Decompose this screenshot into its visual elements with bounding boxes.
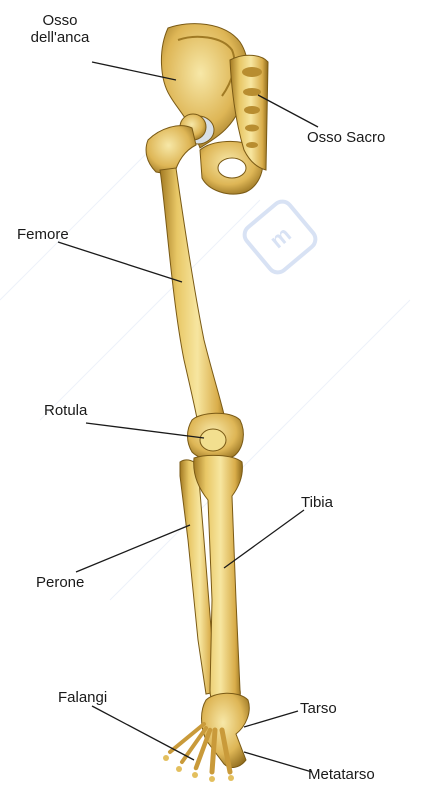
- label-tibia: Tibia: [301, 494, 333, 511]
- foot: [163, 693, 249, 782]
- label-osso-sacro: Osso Sacro: [307, 129, 385, 146]
- leader-lines: [58, 62, 318, 772]
- label-tarso: Tarso: [300, 700, 337, 717]
- label-rotula: Rotula: [44, 402, 87, 419]
- leader-perone: [76, 525, 190, 572]
- leader-falangi: [92, 706, 194, 760]
- label-metatarso: Metatarso: [308, 766, 375, 783]
- leader-tarso: [244, 711, 298, 727]
- label-femore: Femore: [17, 226, 69, 243]
- leader-metatarso: [244, 752, 312, 772]
- leader-rotula: [86, 423, 204, 438]
- label-perone: Perone: [36, 574, 84, 591]
- leader-femore: [58, 242, 182, 282]
- patella: [200, 429, 226, 451]
- svg-text:m: m: [265, 222, 296, 254]
- label-falangi: Falangi: [58, 689, 107, 706]
- label-osso-anca: Osso dell'anca: [30, 12, 90, 46]
- leader-tibia: [224, 510, 304, 568]
